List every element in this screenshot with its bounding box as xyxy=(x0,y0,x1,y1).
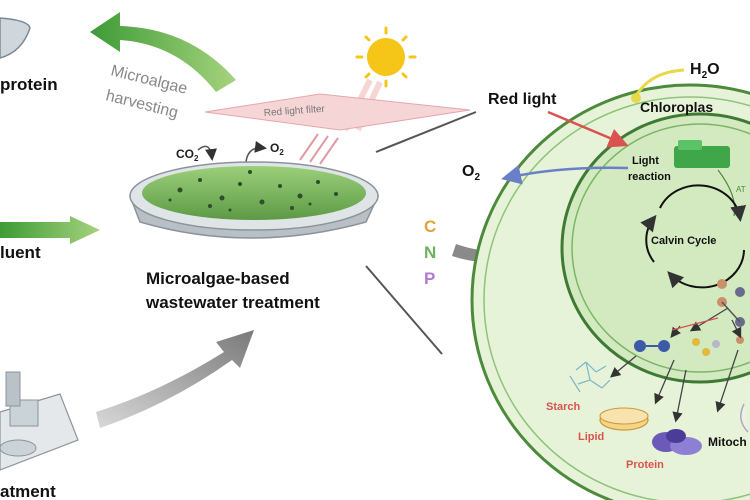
red-pathway-arrow xyxy=(671,317,719,331)
h2o-arrow xyxy=(634,68,685,97)
zoom-line-bottom xyxy=(365,265,443,355)
protein-molecule-icon xyxy=(652,429,702,455)
metabolite-molecules xyxy=(634,279,745,356)
pathway-arrows xyxy=(610,307,742,423)
o2-arrow xyxy=(245,140,267,163)
harvesting-arrow xyxy=(90,12,236,92)
mitochondria-label: Mitoch xyxy=(708,435,747,449)
starch-icon xyxy=(569,361,611,393)
lipid-droplet-icon xyxy=(599,407,649,431)
calvin-cycle-icon xyxy=(640,184,747,289)
light-reaction-label-line1: Light xyxy=(632,155,659,167)
cell-red-light-label: Red light xyxy=(488,91,557,108)
treatment-label-line2: wastewater treatment xyxy=(145,293,320,312)
red-light-rays xyxy=(299,133,339,165)
h2o-label: H2O xyxy=(690,61,720,81)
light-reaction-label-line2: reaction xyxy=(628,171,671,183)
nutrient-c: C xyxy=(424,217,436,236)
treatment-plant-icon xyxy=(0,371,79,471)
water-droplet-icon xyxy=(631,93,641,103)
zoom-line-top xyxy=(375,111,477,153)
red-light-arrow xyxy=(547,110,629,148)
atp-label: AT xyxy=(736,185,746,194)
treatment-label-line1: Microalgae-based xyxy=(146,269,290,288)
mitochondria-icon xyxy=(740,403,749,433)
starch-label: Starch xyxy=(546,401,581,413)
effluent-label: luent xyxy=(0,243,41,262)
co2-label: CO2 xyxy=(176,147,199,163)
nutrient-p: P xyxy=(424,269,435,288)
protein-cell-label: Protein xyxy=(626,459,664,471)
o2-label: O2 xyxy=(270,141,284,157)
red-light-filter-label: Red light filter xyxy=(263,104,325,119)
protein-label: protein xyxy=(0,75,58,94)
chloroplast-label: Chloroplas xyxy=(640,99,713,115)
effluent-arrow xyxy=(0,216,100,244)
cell-o2-label: O2 xyxy=(462,163,480,183)
nutrient-n: N xyxy=(424,243,436,262)
protein-bowl-icon xyxy=(0,17,31,59)
o2-out-arrow xyxy=(501,164,629,185)
influent-arrow xyxy=(96,330,254,428)
microalgae-pond xyxy=(128,161,380,239)
conventional-treatment-label: atment xyxy=(0,482,56,500)
red-light-filter xyxy=(204,93,471,131)
calvin-cycle-label: Calvin Cycle xyxy=(651,235,716,247)
thylakoid-icon xyxy=(674,140,730,168)
lipid-label: Lipid xyxy=(578,431,604,443)
co2-arrow xyxy=(197,145,217,161)
